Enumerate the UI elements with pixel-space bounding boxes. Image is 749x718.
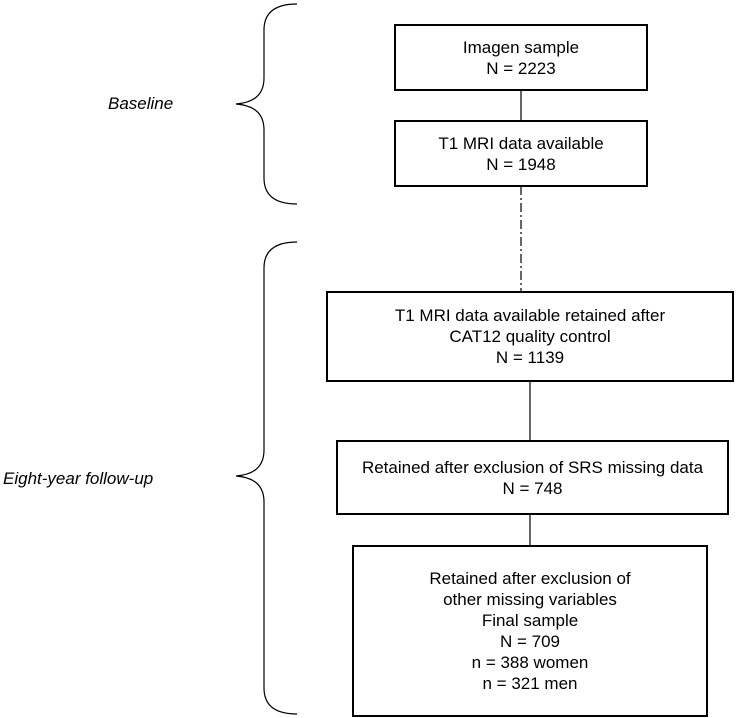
box-text-line: N = 748 <box>502 478 563 498</box>
flow-box-imagen-sample: Imagen sample N = 2223 <box>394 24 648 91</box>
baseline-brace <box>235 3 298 205</box>
flow-box-srs-exclusion: Retained after exclusion of SRS missing … <box>336 440 729 515</box>
box-text-line: T1 MRI data available retained after <box>394 306 666 325</box>
box-text-line: Retained after exclusion of <box>429 569 631 588</box>
box-text-line: N = 709 <box>499 632 560 651</box>
followup-label: Eight-year follow-up <box>3 469 154 488</box>
box-text-line: Final sample <box>481 611 579 630</box>
flow-box-t1-mri-available: T1 MRI data available N = 1948 <box>394 120 648 187</box>
box-text-line: N = 1948 <box>486 154 556 174</box>
baseline-label: Baseline <box>108 94 174 113</box>
box-text-line: N = 1139 <box>495 348 565 367</box>
box-text-line: Imagen sample <box>462 37 580 57</box>
flow-box-final-sample: Retained after exclusion of other missin… <box>352 545 708 717</box>
followup-brace <box>235 241 298 715</box>
box-text-line: n = 388 women <box>471 653 589 672</box>
box-text-line: Retained after exclusion of SRS missing … <box>361 457 704 477</box>
box-text-line: n = 321 men <box>482 674 578 693</box>
box-text-line: CAT12 quality control <box>449 327 611 346</box>
box-text-line: T1 MRI data available <box>438 133 604 153</box>
box-text-line: other missing variables <box>443 590 617 609</box>
box-text-line: N = 2223 <box>486 58 556 78</box>
flow-box-cat12-qc: T1 MRI data available retained after CAT… <box>326 291 734 382</box>
